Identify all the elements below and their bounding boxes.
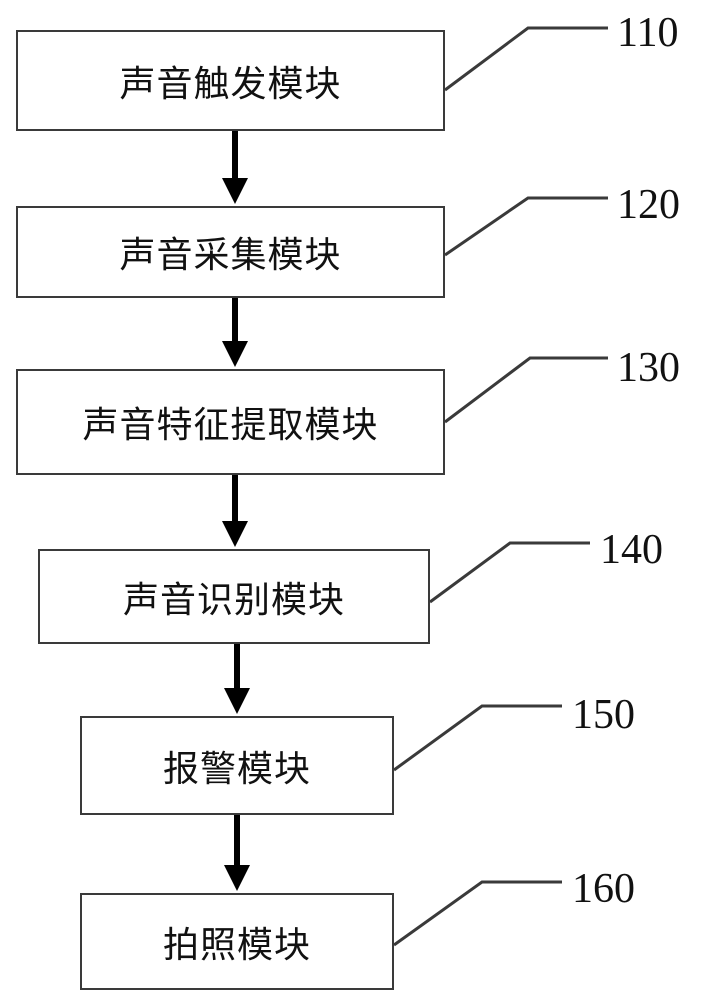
leader-line-150 [394, 706, 562, 770]
reference-number-130: 130 [617, 347, 680, 389]
leader-line-160 [394, 882, 562, 945]
reference-number-110: 110 [617, 12, 678, 54]
reference-number-160: 160 [572, 868, 635, 910]
module-label: 声音触发模块 [119, 55, 341, 107]
module-label: 报警模块 [163, 740, 311, 792]
module-box-sound-recognition: 声音识别模块 [38, 549, 430, 644]
module-label: 声音采集模块 [119, 226, 341, 278]
module-label: 拍照模块 [163, 916, 311, 968]
leader-line-110 [445, 28, 608, 90]
reference-number-150: 150 [572, 694, 635, 736]
module-box-feature-extraction: 声音特征提取模块 [16, 369, 445, 475]
leader-line-120 [445, 198, 608, 255]
module-box-sound-trigger: 声音触发模块 [16, 30, 445, 131]
module-box-alarm: 报警模块 [80, 716, 394, 815]
flow-arrow-5-to-6 [224, 815, 250, 891]
module-box-photo: 拍照模块 [80, 893, 394, 990]
reference-number-120: 120 [617, 184, 680, 226]
module-label: 声音特征提取模块 [82, 396, 378, 448]
leader-line-130 [445, 358, 608, 422]
reference-number-140: 140 [600, 529, 663, 571]
module-label: 声音识别模块 [123, 571, 345, 623]
flow-arrow-1-to-2 [222, 131, 248, 204]
module-box-sound-capture: 声音采集模块 [16, 206, 445, 298]
flow-arrow-2-to-3 [222, 298, 248, 367]
flow-arrow-3-to-4 [222, 475, 248, 547]
flow-arrow-4-to-5 [224, 644, 250, 714]
leader-line-140 [430, 543, 590, 602]
